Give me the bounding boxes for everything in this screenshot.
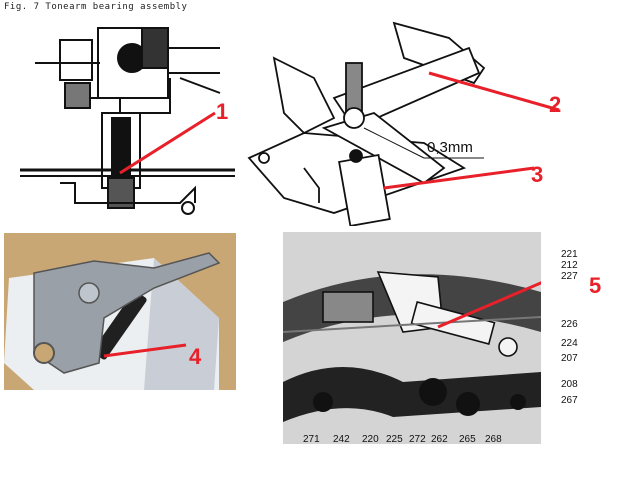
- callout-3: 3: [531, 162, 544, 187]
- bearing-part-photo: [4, 233, 236, 390]
- part-label: 207: [561, 353, 578, 364]
- part-label: 227: [561, 271, 578, 282]
- figure-caption: Fig. 7 Tonearm bearing assembly: [4, 2, 188, 12]
- gap-measurement-label: 0,3mm: [427, 139, 473, 156]
- arm-lift-gap-drawing: 0,3mm: [244, 18, 636, 226]
- bearing-cross-section-drawing: [20, 18, 242, 223]
- part-label: 221: [561, 249, 578, 260]
- part-label: 208: [561, 379, 578, 390]
- callout-4: 4: [189, 344, 202, 369]
- callout-5: 5: [589, 273, 602, 298]
- part-label: 267: [561, 395, 578, 406]
- part-label: 271: [303, 434, 320, 445]
- callout-1: 1: [216, 99, 229, 124]
- part-label: 262: [431, 434, 448, 445]
- part-label: 242: [333, 434, 350, 445]
- part-label: 220: [362, 434, 379, 445]
- part-label: 224: [561, 338, 578, 349]
- part-label: 265: [459, 434, 476, 445]
- part-label: 225: [386, 434, 403, 445]
- part-label: 226: [561, 319, 578, 330]
- callout-2: 2: [549, 92, 562, 117]
- parts-diagram: [283, 232, 541, 444]
- part-label: 212: [561, 260, 578, 271]
- part-label: 268: [485, 434, 502, 445]
- part-label: 272: [409, 434, 426, 445]
